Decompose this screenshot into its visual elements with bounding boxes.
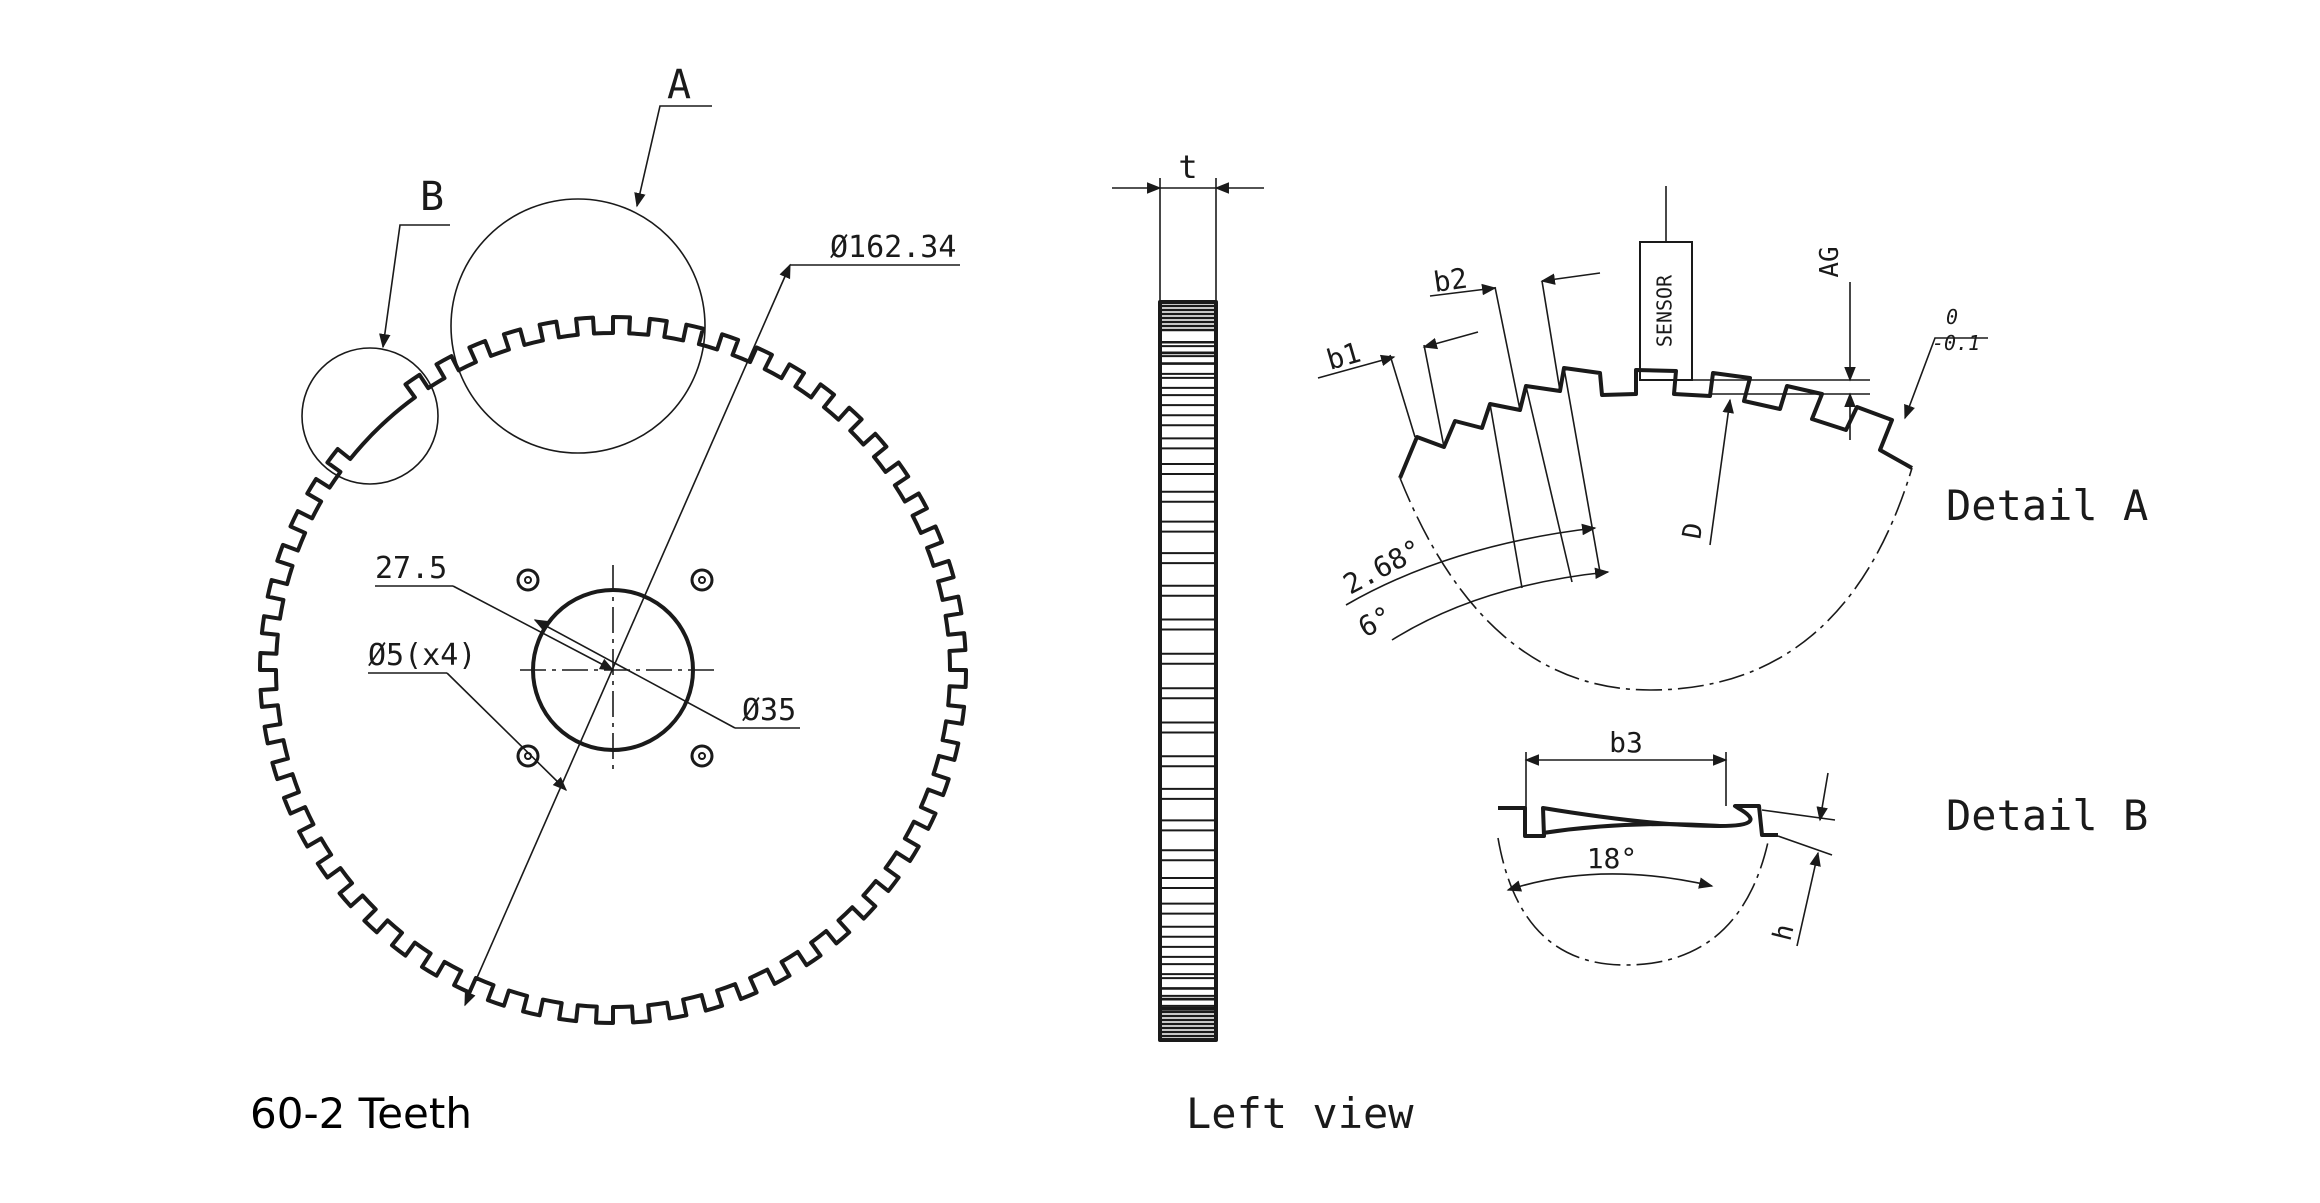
bore-dim-line [533,619,736,729]
gear-outline [257,314,969,1026]
tolerance-leader [1904,337,1988,420]
sensor-body [1639,241,1693,381]
b1-label: b1 [1323,336,1365,377]
detail-b-teeth [1498,804,1778,838]
mounting-hole [698,576,706,584]
h-ext-bottom [1777,835,1833,856]
left-view: t Left view [1112,148,1414,1138]
outer-diameter-label: Ø162.34 [830,230,956,265]
side-body [1158,300,1218,1042]
mounting-hole [524,576,532,584]
zoom-a-label: A [667,62,691,108]
tolerance-lower: -0.1 [1932,331,1980,355]
b1-dim-line [1317,354,1396,379]
b2-dim-line [1429,283,1497,297]
diameter-label: D [1677,521,1709,542]
angle-pitch-label: 6° [1353,599,1398,644]
air-gap-label: AG [1815,246,1845,277]
angle-ext-2 [1525,385,1573,583]
outer-diameter-line [464,263,791,1007]
detail-a-hub-arc [1399,467,1913,691]
height-label: h [1768,921,1801,943]
b2-ext-left [1494,286,1521,411]
b1-ext-right [1423,344,1445,448]
pcd-label: 27.5 [375,551,447,586]
detail-a-leader [634,105,712,208]
b3-label: b3 [1609,726,1643,759]
detail-a-teeth [1398,366,1913,479]
b2-ext-right [1541,280,1561,392]
left-view-caption: Left view [1186,1089,1414,1138]
hole-label: Ø5(x4) [368,638,476,673]
b2-label: b2 [1431,262,1469,299]
front-view-caption: 60-2 Teeth [250,1089,472,1138]
h-ext-top [1761,809,1836,821]
mounting-hole [690,568,714,592]
detail-a-caption: Detail A [1946,481,2148,530]
bore-label: Ø35 [742,693,796,728]
angle-gap-label: 18° [1587,842,1638,875]
pcd-dim-line [452,585,615,671]
detail-b-gap-root [1542,822,1721,835]
mounting-holes [516,568,714,768]
mounting-hole [516,744,540,768]
h-dim-line [1816,772,1829,822]
angle-gap-arc [1506,873,1714,892]
mounting-hole [516,568,540,592]
angle-tooth-label: 2.68° [1338,532,1428,601]
angle-tooth-arc [1345,523,1597,606]
mounting-hole [698,752,706,760]
diameter-leader [1709,398,1734,546]
thickness-label: t [1178,148,1197,186]
b1-ext-left [1389,354,1416,438]
angle-ext-3 [1563,367,1601,573]
zoom-b-label: B [420,174,444,220]
sensor-label: SENSOR [1653,274,1677,347]
hole-dim-line [446,672,568,792]
angle-ext-1 [1489,403,1523,589]
side-teeth-stripes [1160,300,1216,1042]
b2-dim-line-2 [1540,272,1601,285]
mounting-hole [690,744,714,768]
b1-dim-line-2 [1422,331,1479,350]
detail-b-leader [379,224,450,349]
tolerance-upper: 0 [1946,305,1958,329]
h-dim-line-2 [1796,851,1821,947]
front-view: A B Ø162.34 27.5 Ø5(x4) Ø35 60-2 Teeth [250,62,969,1138]
detail-b: b3 18° h Detail B [1497,726,2148,966]
detail-b-zoom-circle [301,347,439,485]
angle-pitch-arc [1391,567,1610,641]
detail-b-caption: Detail B [1946,791,2148,840]
detail-a: SENSOR AG 0 -0.1 b1 b2 2.68° 6° D [1317,186,2148,691]
